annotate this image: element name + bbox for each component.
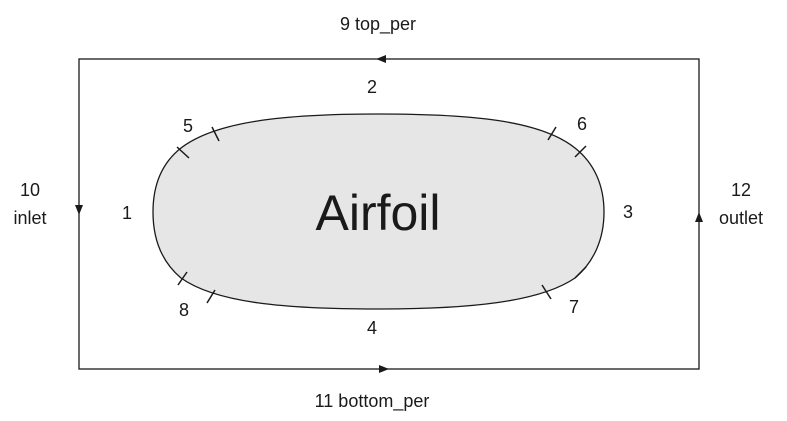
outlet-boundary-arrow	[695, 212, 703, 222]
bottom-boundary-arrow	[379, 365, 389, 373]
segment-label-left: 1	[122, 203, 132, 223]
tick-lower-left-2	[206, 289, 216, 304]
tick-lower-right-2	[541, 284, 552, 300]
segment-label-bottom: 4	[367, 318, 377, 338]
tick-upper-right-1	[547, 126, 557, 141]
segment-label-lower-right: 7	[569, 297, 579, 317]
segment-ticks	[176, 126, 587, 304]
segment-label-top: 2	[367, 77, 377, 97]
tick-lower-left-1	[177, 271, 188, 286]
tick-upper-right-2	[574, 145, 587, 158]
segment-label-upper-left: 5	[183, 116, 193, 136]
inlet-boundary-arrow	[75, 205, 83, 215]
top-boundary-label: 9 top_per	[340, 14, 416, 35]
tick-upper-left-2	[176, 146, 190, 159]
outlet-name-label: outlet	[719, 208, 763, 228]
inlet-number-label: 10	[20, 180, 40, 200]
segment-label-right: 3	[623, 202, 633, 222]
segment-label-lower-left: 8	[179, 300, 189, 320]
segment-label-upper-right: 6	[577, 114, 587, 134]
inlet-name-label: inlet	[13, 208, 46, 228]
bottom-boundary-label: 11 bottom_per	[315, 391, 430, 412]
tick-upper-left-1	[211, 126, 220, 142]
airfoil-title: Airfoil	[315, 185, 440, 241]
outlet-number-label: 12	[731, 180, 751, 200]
top-boundary-arrow	[376, 55, 386, 63]
tick-lower-right-1	[574, 266, 587, 279]
airfoil-shape	[152, 113, 605, 310]
